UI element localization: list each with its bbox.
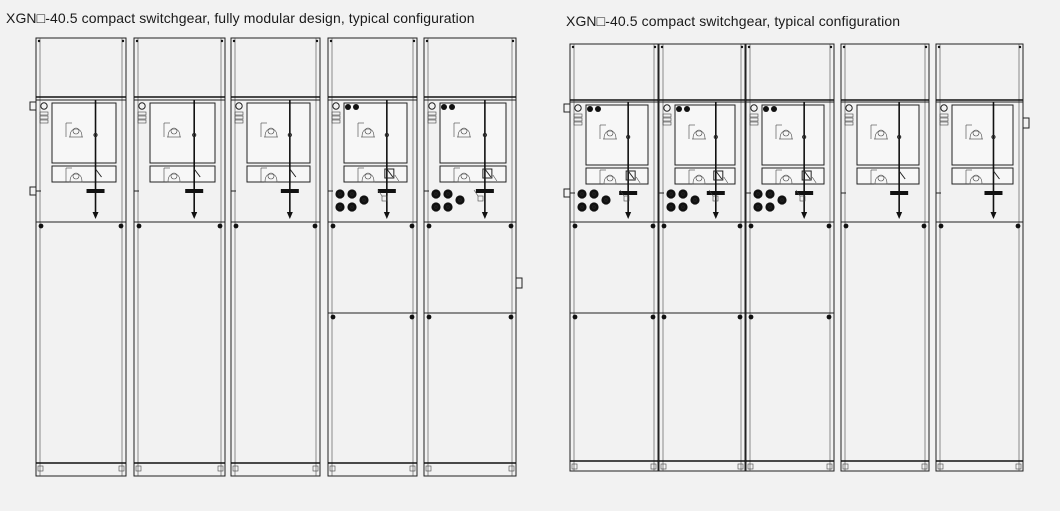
left-group-cabinet-3 — [230, 37, 321, 477]
caption-right: XGN□-40.5 compact switchgear, typical co… — [566, 13, 901, 29]
right-group-cabinet-5 — [935, 43, 1024, 472]
left-group-cabinet-5 — [423, 37, 517, 477]
right-group-cabinet-4 — [840, 43, 930, 472]
right-group-cabinet-2 — [658, 43, 746, 472]
right-group-cabinet-1 — [563, 43, 659, 472]
left-group-cabinet-1 — [29, 37, 127, 477]
left-group-cabinet-2 — [133, 37, 226, 477]
caption-left: XGN□-40.5 compact switchgear, fully modu… — [6, 10, 475, 26]
right-group-cabinet-3 — [745, 43, 835, 472]
left-group-cabinet-4 — [327, 37, 418, 477]
